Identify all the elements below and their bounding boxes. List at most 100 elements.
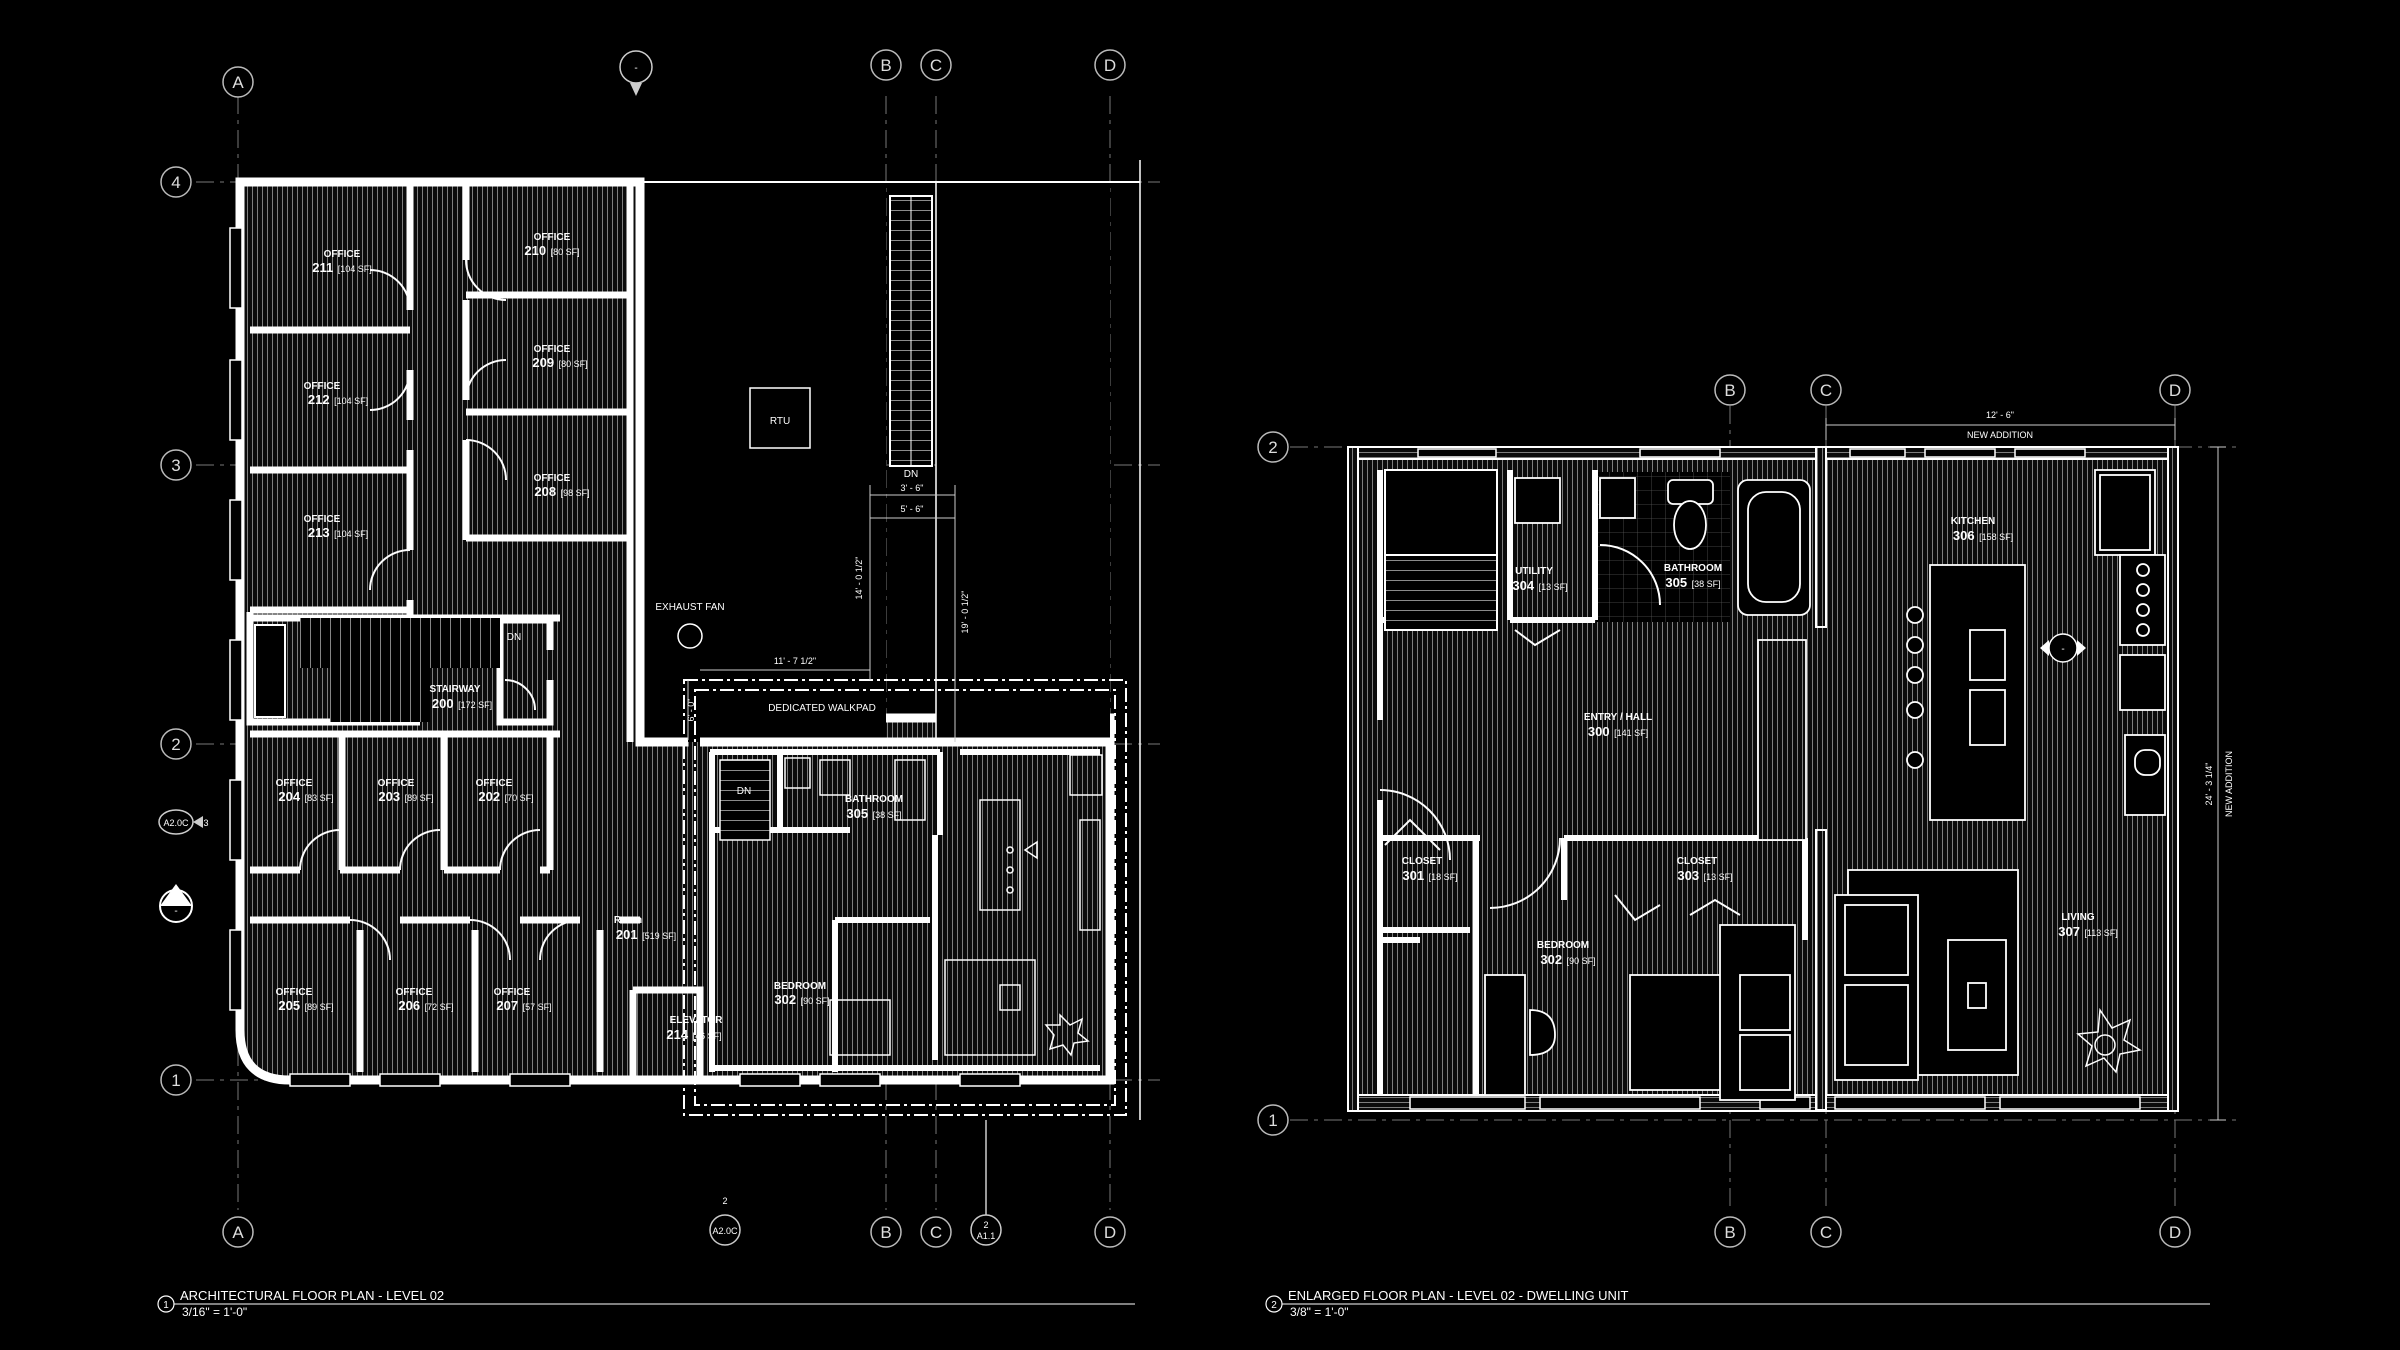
room-area: [83 SF] xyxy=(305,793,334,803)
grid-label-1: 1 xyxy=(1268,1111,1277,1130)
room-area: [104 SF] xyxy=(334,396,368,406)
room-name: BEDROOM xyxy=(774,981,826,992)
svg-text:206 [72 SF]: 206 [72 SF] xyxy=(398,997,453,1014)
room-area: [104 SF] xyxy=(338,264,372,274)
unit-interior-walls xyxy=(1377,470,1808,1095)
plan1-dimension-text: 3' - 6" 5' - 6" 14' - 0 1/2" 19' - 0 1/2… xyxy=(686,483,970,721)
room-area: [141 SF] xyxy=(1614,728,1648,738)
room-area: [18 SF] xyxy=(1429,872,1458,882)
room-name: BATHROOM xyxy=(1664,563,1722,574)
room-name: BATHROOM xyxy=(845,794,903,805)
svg-text:209 [80 SF]: 209 [80 SF] xyxy=(532,354,587,371)
room-number: 304 xyxy=(1512,578,1534,593)
room-name: ELEVATOR xyxy=(670,1015,724,1026)
grid-label-a-top: A xyxy=(232,73,244,92)
room-number: 305 xyxy=(846,806,868,821)
grid-label-c-top: C xyxy=(1820,381,1832,400)
svg-text:300 [141 SF]: 300 [141 SF] xyxy=(1588,723,1648,740)
dimension-label: 12' - 6" xyxy=(1986,410,2014,420)
plan2-dimensions xyxy=(1825,418,2226,1121)
section-tag-number: 3 xyxy=(203,818,208,828)
room-area: [46 SF] xyxy=(693,1031,722,1041)
svg-text:202 [70 SF]: 202 [70 SF] xyxy=(478,788,533,805)
room-name: UTILITY xyxy=(1515,566,1553,577)
svg-text:305 [38 SF]: 305 [38 SF] xyxy=(846,805,901,822)
room-name: OFFICE xyxy=(396,987,433,998)
floor-plan-level-02: A B C D A B C D 4 3 2 1 - xyxy=(157,49,1160,1319)
west-windows xyxy=(229,227,243,1011)
room-area: [172 SF] xyxy=(458,700,492,710)
roof-stair-treads xyxy=(889,195,933,467)
dimension-label: 6' - 0" xyxy=(686,699,696,722)
room-area: [38 SF] xyxy=(1692,579,1721,589)
grid-label-b-top: B xyxy=(880,56,891,75)
drawing-number: 1 xyxy=(163,1300,169,1311)
room-name: OFFICE xyxy=(534,344,571,355)
rtu-unit xyxy=(749,387,811,449)
unit-stair-dn-label: DN xyxy=(737,786,751,797)
dimension-label: 14' - 0 1/2" xyxy=(854,557,864,600)
room-name: LIVING xyxy=(2061,912,2095,923)
detail-tag-a1-1: 2 A1.1 xyxy=(970,1120,1002,1246)
room-number: 208 xyxy=(534,484,556,499)
dimension-label: 5' - 6" xyxy=(901,504,924,514)
grid-label-d-top: D xyxy=(2169,381,2181,400)
room-area: [89 SF] xyxy=(305,1002,334,1012)
exhaust-fan-icon xyxy=(677,623,703,649)
grid-label-b-bottom: B xyxy=(880,1223,891,1242)
room-name: STAIRWAY xyxy=(430,684,481,695)
room-name: OFFICE xyxy=(304,514,341,525)
unit-fixtures xyxy=(1484,469,2166,1101)
room-name: CLOSET xyxy=(1677,856,1718,867)
section-tag-a2-0c-3: A2.0C 3 xyxy=(158,809,209,835)
grid-label-3: 3 xyxy=(171,456,180,475)
grid-label-2: 2 xyxy=(171,735,180,754)
plan2-title-block: 2 ENLARGED FLOOR PLAN - LEVEL 02 - DWELL… xyxy=(1265,1288,2210,1319)
room-area: [80 SF] xyxy=(551,247,580,257)
room-name: OFFICE xyxy=(324,249,361,260)
dwelling-unit-fixtures xyxy=(719,754,1103,1057)
room-number: 201 xyxy=(616,927,638,942)
plan2-room-labels: UTILITY 304 [13 SF] BATHROOM 305 [38 SF]… xyxy=(1402,516,2118,967)
drawing-scale: 3/8" = 1'-0" xyxy=(1290,1305,1349,1319)
interior-elevation-marker-icon: - xyxy=(2040,633,2086,663)
drawing-number: 2 xyxy=(1271,1300,1277,1311)
dimension-label: 24' - 3 1/4" xyxy=(2204,763,2214,806)
grid-label-c-bottom: C xyxy=(1820,1223,1832,1242)
grid-label-d-bottom: D xyxy=(2169,1223,2181,1242)
svg-text:306 [158 SF]: 306 [158 SF] xyxy=(1953,527,2013,544)
stairway-200-treads xyxy=(254,618,500,722)
room-area: [519 SF] xyxy=(642,931,676,941)
room-area: [70 SF] xyxy=(505,793,534,803)
grid-label-a-bottom: A xyxy=(232,1223,244,1242)
room-number: 300 xyxy=(1588,724,1610,739)
drawing-title: ARCHITECTURAL FLOOR PLAN - LEVEL 02 xyxy=(180,1288,444,1303)
walkpad-label: DEDICATED WALKPAD xyxy=(768,703,876,714)
room-area: [57 SF] xyxy=(523,1002,552,1012)
svg-text:203 [89 SF]: 203 [89 SF] xyxy=(378,788,433,805)
door-swings xyxy=(299,259,581,961)
grid-label-b-top: B xyxy=(1724,381,1735,400)
dimension-label: 3' - 6" xyxy=(901,483,924,493)
room-area: [98 SF] xyxy=(561,488,590,498)
section-tag-sheet: A2.0C xyxy=(712,1226,738,1236)
unit-windows xyxy=(1409,448,2141,1110)
south-windows xyxy=(289,1073,1021,1087)
detail-tag-sheet: A1.1 xyxy=(977,1231,996,1241)
room-name: OFFICE xyxy=(378,778,415,789)
elevation-marker-icon: - xyxy=(159,884,193,923)
room-name: OFFICE xyxy=(494,987,531,998)
room-number: 302 xyxy=(774,992,796,1007)
unit-door-swings xyxy=(1379,544,1741,922)
room-number: 202 xyxy=(478,789,500,804)
level-marker-icon: - xyxy=(619,50,653,96)
room-number: 200 xyxy=(432,696,454,711)
room-name: KITCHEN xyxy=(1951,516,1995,527)
plant-icon xyxy=(2076,1007,2142,1074)
svg-text:201 [519 SF]: 201 [519 SF] xyxy=(616,926,676,943)
grid-label-b-bottom: B xyxy=(1724,1223,1735,1242)
dedicated-walkpad xyxy=(683,679,1127,1116)
room-name: CLOSET xyxy=(1402,856,1443,867)
room-number: 306 xyxy=(1953,528,1975,543)
section-tag-sheet: A2.0C xyxy=(163,818,189,828)
